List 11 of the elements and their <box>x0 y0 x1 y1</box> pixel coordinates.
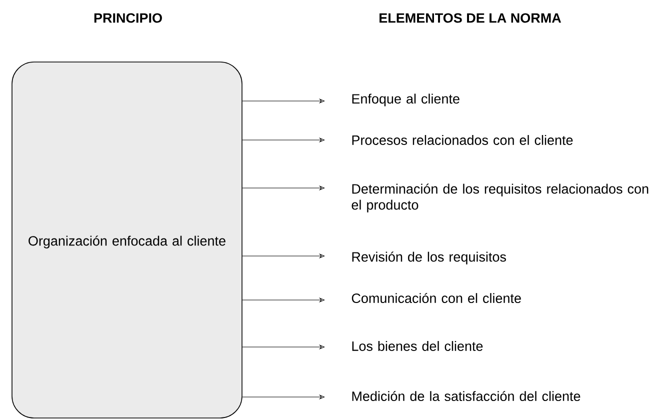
element-text: Medición de la satisfacción del cliente <box>352 390 580 402</box>
element-text: Procesos relacionados con el cliente <box>352 135 573 145</box>
element-text: Determinación de los requisitos relacionados con el producto <box>352 184 648 212</box>
heading: PRINCIPIO <box>94 13 162 23</box>
element-text: Revisión de los requisitos <box>352 252 506 264</box>
heading: ELEMENTOS DE LA NORMA <box>380 13 562 23</box>
element-text: Los bienes del cliente <box>352 341 483 351</box>
box-text: Organización enfocada al cliente <box>28 236 226 248</box>
element-text: Comunicación con el cliente <box>352 292 521 304</box>
element-text: Enfoque al cliente <box>352 94 460 106</box>
rounded-box <box>12 62 242 418</box>
